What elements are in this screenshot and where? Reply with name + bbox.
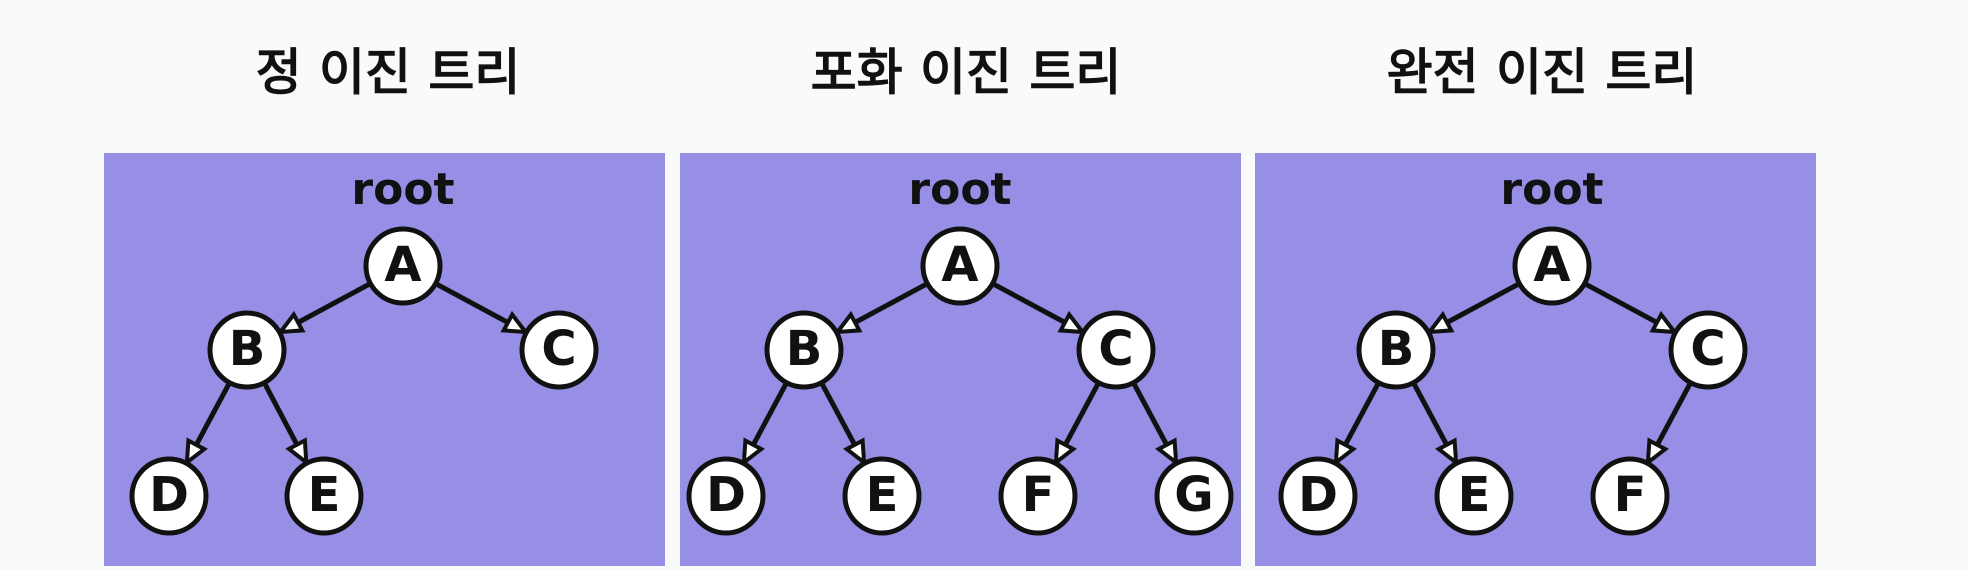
node-circle [686, 456, 766, 536]
node-label: B [786, 321, 823, 377]
tree-node-B: B [207, 310, 287, 390]
tree-node-C: C [519, 310, 599, 390]
node-label: C [1690, 321, 1725, 377]
node-label: C [1098, 321, 1133, 377]
node-label: C [541, 321, 576, 377]
panel-title: 정 이진 트리 [256, 44, 521, 102]
edge-B-E [1410, 380, 1459, 467]
edge-B-D [1333, 380, 1382, 467]
tree-node-C: C [1668, 310, 1748, 390]
root-label: root [1500, 164, 1603, 215]
tree-node-A: A [1512, 226, 1592, 306]
edge-B-E [818, 380, 867, 467]
node-label: A [1533, 237, 1570, 293]
node-circle [1154, 456, 1234, 536]
panel-title: 완전 이진 트리 [1387, 44, 1698, 102]
node-label: G [1174, 467, 1213, 523]
arrowhead [1435, 437, 1459, 467]
node-circle [1356, 310, 1436, 390]
node-label: B [1378, 321, 1415, 377]
tree-node-A: A [363, 226, 443, 306]
tree-node-F: F [998, 456, 1078, 536]
edge-B-D [741, 380, 790, 467]
arrowhead [833, 310, 863, 335]
edge-A-C [433, 281, 530, 335]
arrowhead [500, 310, 530, 335]
node-circle [1278, 456, 1358, 536]
arrowhead [1155, 437, 1179, 467]
tree-node-B: B [764, 310, 844, 390]
arrowhead [184, 437, 208, 467]
tree-node-D: D [686, 456, 766, 536]
node-circle [1512, 226, 1592, 306]
tree-node-D: D [1278, 456, 1358, 536]
tree-node-A: A [920, 226, 1000, 306]
panel-title: 포화 이진 트리 [811, 44, 1122, 102]
tree-node-C: C [1076, 310, 1156, 390]
arrowhead [1333, 437, 1357, 467]
node-label: E [866, 467, 899, 523]
node-label: E [1458, 467, 1491, 523]
edge-A-C [1582, 281, 1679, 335]
node-circle [842, 456, 922, 536]
node-circle [1590, 456, 1670, 536]
edge-C-F [1645, 380, 1694, 467]
node-circle [1434, 456, 1514, 536]
tree-node-D: D [129, 456, 209, 536]
root-label: root [351, 164, 454, 215]
tree-node-E: E [842, 456, 922, 536]
arrowhead [1053, 437, 1077, 467]
arrowhead [285, 437, 309, 467]
tree-node-G: G [1154, 456, 1234, 536]
edge-A-B [833, 281, 930, 335]
arrowhead [1649, 310, 1679, 335]
node-circle [764, 310, 844, 390]
node-label: D [706, 467, 746, 523]
arrowhead [741, 437, 765, 467]
node-circle [1668, 310, 1748, 390]
edge-C-G [1130, 380, 1179, 467]
tree-node-E: E [284, 456, 364, 536]
node-label: D [149, 467, 189, 523]
tree-node-E: E [1434, 456, 1514, 536]
edge-B-E [261, 380, 309, 467]
node-label: A [941, 237, 978, 293]
tree-node-F: F [1590, 456, 1670, 536]
tree-node-B: B [1356, 310, 1436, 390]
node-circle [363, 226, 443, 306]
node-circle [129, 456, 209, 536]
node-label: F [1022, 467, 1055, 523]
node-label: A [384, 237, 421, 293]
arrowhead [1057, 310, 1087, 335]
arrowhead [843, 437, 867, 467]
edge-C-F [1053, 380, 1102, 467]
arrowhead [276, 310, 306, 335]
edge-A-B [1425, 281, 1522, 335]
node-label: D [1298, 467, 1338, 523]
node-circle [998, 456, 1078, 536]
node-label: E [308, 467, 341, 523]
node-label: F [1614, 467, 1647, 523]
node-circle [284, 456, 364, 536]
node-circle [207, 310, 287, 390]
edge-A-B [276, 281, 373, 335]
node-label: B [229, 321, 266, 377]
edge-B-D [184, 380, 233, 467]
edge-A-C [990, 281, 1087, 335]
root-label: root [908, 164, 1011, 215]
node-circle [1076, 310, 1156, 390]
arrowhead [1425, 310, 1455, 335]
node-circle [519, 310, 599, 390]
arrowhead [1645, 437, 1669, 467]
node-circle [920, 226, 1000, 306]
